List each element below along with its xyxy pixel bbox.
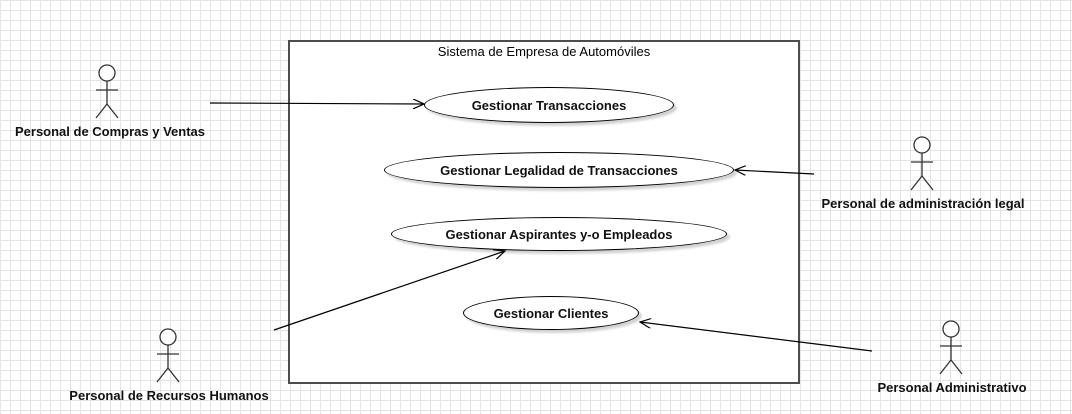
actor-label-administrativo: Personal Administrativo: [877, 380, 1027, 395]
usecase-label: Gestionar Legalidad de Transacciones: [440, 162, 678, 178]
actor-figure-administrativo: [939, 320, 963, 375]
usecase-gestionar-clientes[interactable]: Gestionar Clientes: [463, 296, 639, 330]
actor-figure-recursos-humanos: [156, 328, 180, 383]
system-title: Sistema de Empresa de Automóviles: [437, 44, 651, 59]
usecase-gestionar-aspirantes[interactable]: Gestionar Aspirantes y-o Empleados: [391, 217, 727, 251]
usecase-label: Gestionar Aspirantes y-o Empleados: [445, 226, 673, 242]
usecase-label: Gestionar Clientes: [493, 305, 609, 321]
actor-figure-compras-ventas: [95, 64, 119, 119]
usecase-label: Gestionar Transacciones: [471, 97, 627, 113]
actor-label-compras-ventas: Personal de Compras y Ventas: [14, 124, 206, 139]
actor-label-administracion-legal: Personal de administración legal: [821, 196, 1025, 211]
usecase-gestionar-transacciones[interactable]: Gestionar Transacciones: [424, 87, 674, 123]
usecase-gestionar-legalidad[interactable]: Gestionar Legalidad de Transacciones: [384, 152, 734, 188]
actor-label-recursos-humanos: Personal de Recursos Humanos: [69, 388, 269, 403]
actor-figure-administracion-legal: [910, 136, 934, 191]
